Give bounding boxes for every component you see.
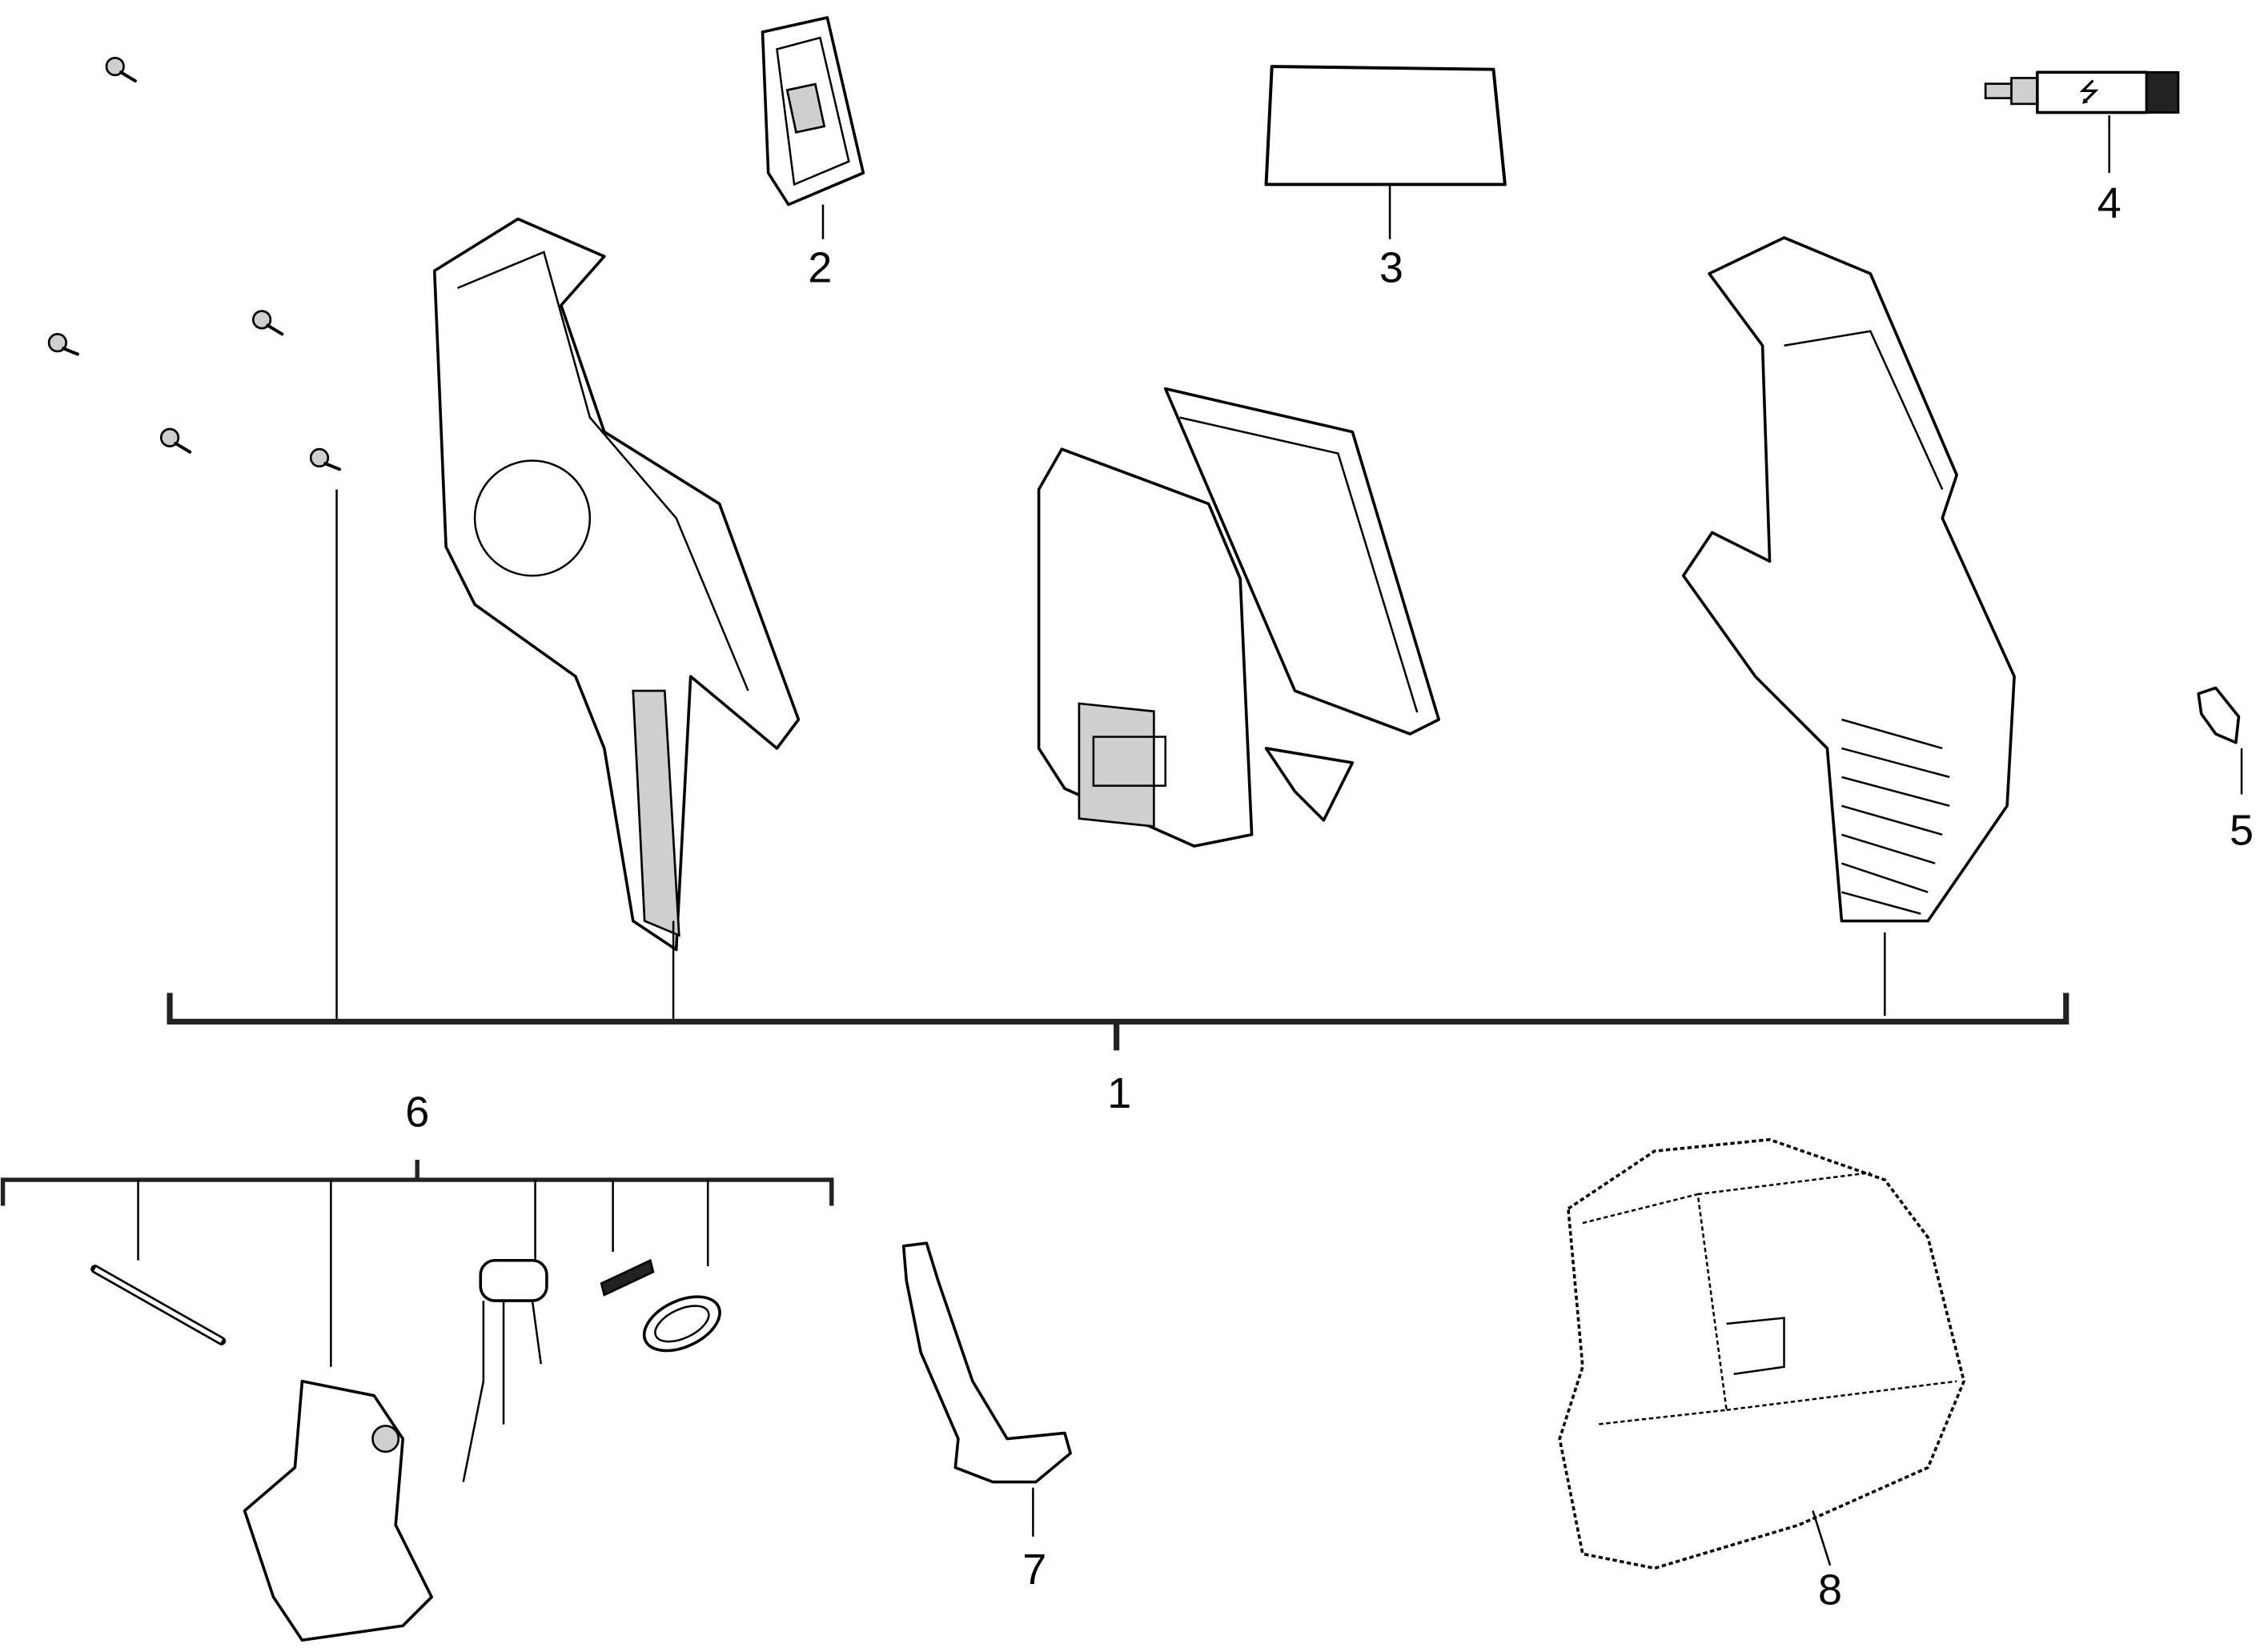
screw-icon — [159, 427, 192, 454]
boot-cover-part — [1558, 1137, 1965, 1570]
callout-6-bracket — [0, 1159, 834, 1367]
usb-connector-part: ⭍ — [1984, 70, 2180, 174]
callout-label-5: 5 — [2230, 806, 2254, 854]
callout-label-6: 6 — [405, 1089, 429, 1137]
callout-label-1: 1 — [1107, 1069, 1131, 1117]
callout-label-2: 2 — [808, 244, 832, 292]
cover-plate-part — [761, 16, 865, 239]
screw-icon — [251, 310, 284, 336]
screw-icon — [105, 56, 137, 83]
battery-pack-part — [1037, 387, 1440, 848]
right-housing-part — [1681, 236, 2016, 1016]
clip-part — [2197, 686, 2243, 795]
screw-icon — [309, 447, 342, 471]
switch-lever-part — [901, 1241, 1072, 1537]
left-housing-part — [432, 217, 801, 1019]
grip-texture — [1841, 718, 1950, 915]
label-part — [1264, 65, 1507, 239]
callout-label-8: 8 — [1818, 1566, 1842, 1614]
callout-label-4: 4 — [2097, 179, 2122, 227]
screw-icon — [47, 333, 80, 356]
trigger-assembly-parts — [90, 1258, 721, 1642]
screws — [47, 56, 342, 471]
callout-1-bracket — [167, 489, 2069, 1051]
callout-label-7: 7 — [1022, 1546, 1046, 1594]
usb-icon: ⭍ — [2078, 78, 2100, 106]
callout-label-3: 3 — [1379, 244, 1403, 292]
